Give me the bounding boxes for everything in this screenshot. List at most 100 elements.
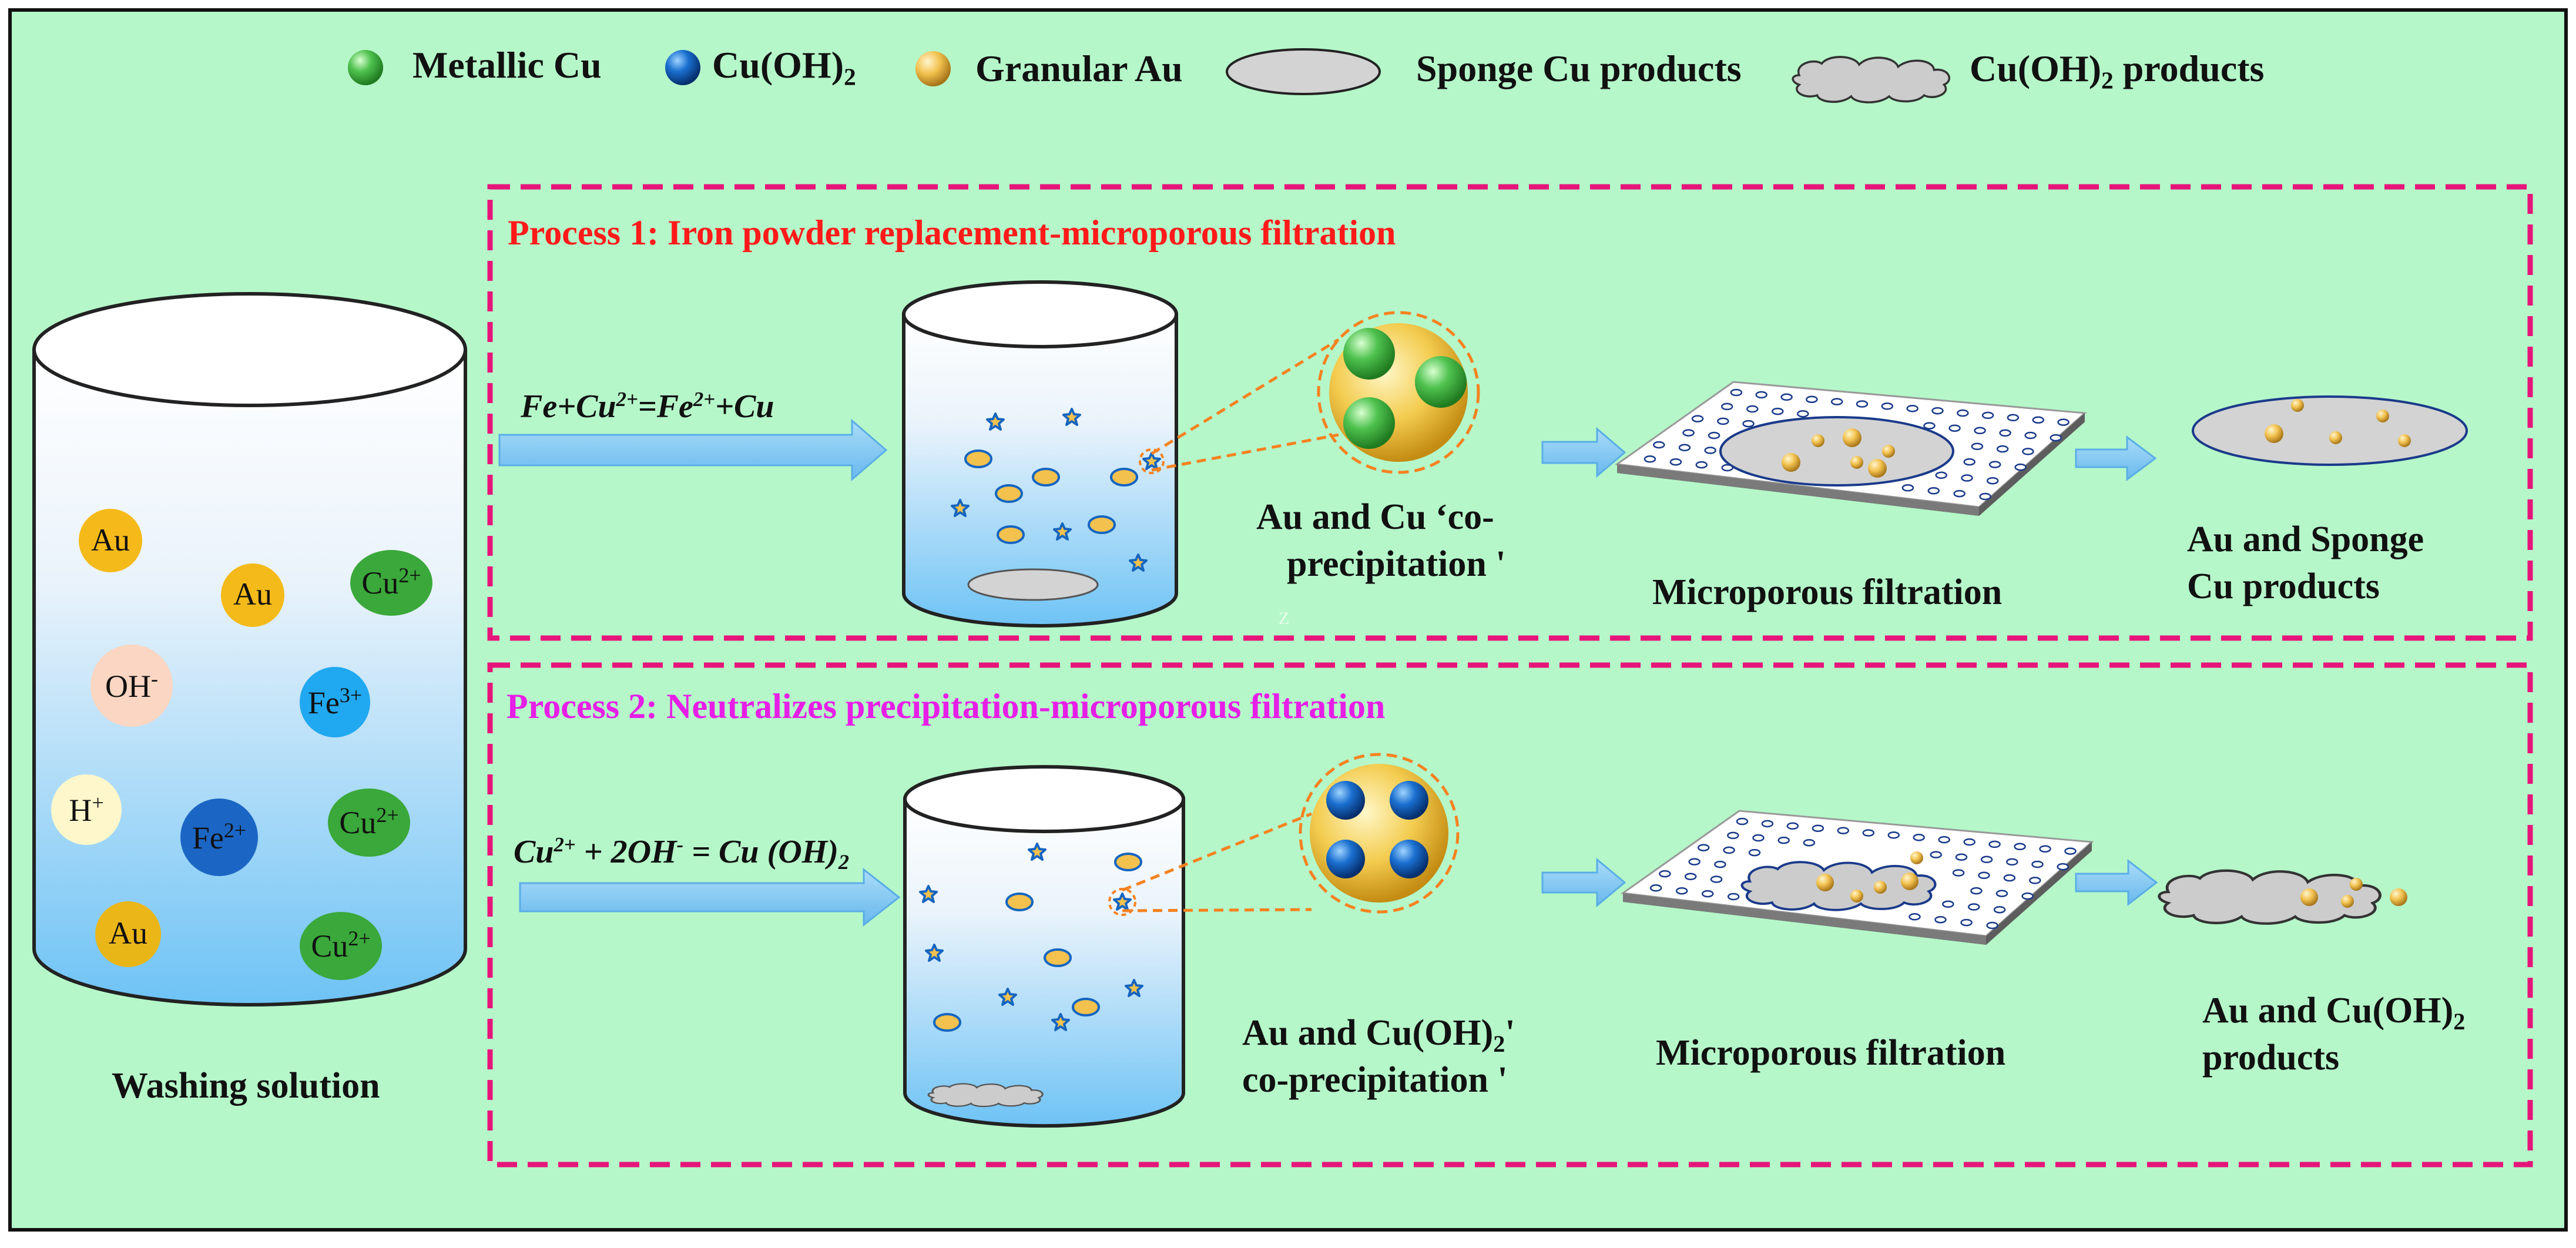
process2-arrow-2 xyxy=(1541,857,1626,908)
ion-fe2: Fe2+ xyxy=(192,818,247,856)
filter-pore xyxy=(1695,461,1708,469)
process2-filter-au xyxy=(1816,851,1923,903)
filter-pore xyxy=(1714,860,1726,868)
filter-pore xyxy=(1746,405,1759,413)
filter-pore xyxy=(1963,838,1975,846)
legend-metallic-cu-icon xyxy=(348,50,383,85)
filter-pore xyxy=(1812,824,1824,832)
process2-coprecipitation-label-2: co-precipitation ' xyxy=(1242,1060,1508,1100)
filter-pore xyxy=(1797,410,1809,418)
filter-pore xyxy=(1684,873,1697,881)
washing-solution-label: Washing solution xyxy=(112,1066,380,1106)
filter-pore xyxy=(2007,414,2020,422)
filter-pore xyxy=(1786,822,1799,830)
filter-pore xyxy=(1979,492,1991,501)
filter-pore xyxy=(1955,853,1968,861)
process2-product-label-1: Au and Cu(OH)2 xyxy=(2202,991,2466,1035)
filter-pore xyxy=(1974,427,1986,435)
process2-product-label-2: products xyxy=(2202,1038,2340,1078)
filter-pore xyxy=(1931,407,1944,415)
filter-pore xyxy=(1717,417,1729,425)
filter-pore xyxy=(1830,398,1843,405)
filter-pore xyxy=(1970,887,1983,895)
legend-cu-oh2-products-icon xyxy=(1792,56,1951,103)
filter-pore xyxy=(1675,887,1688,895)
filter-pore xyxy=(1803,838,1816,847)
process2-title: Process 2: Neutralizes precipitation-mic… xyxy=(507,687,1386,726)
filter-pore xyxy=(1710,875,1723,883)
process1-tank xyxy=(902,280,1178,628)
ion-au-1: Au xyxy=(91,522,130,558)
filter-pore xyxy=(1923,422,1936,430)
process2-equation: Cu2+ + 2OH- = Cu (OH)2 xyxy=(514,833,850,874)
ion-cu-1: Cu2+ xyxy=(361,563,421,600)
legend-cu-oh2-icon xyxy=(665,50,700,85)
process1-equation: Fe+Cu2+=Fe2++Cu xyxy=(521,388,774,425)
filter-pore xyxy=(1678,444,1691,452)
filter-pore xyxy=(1772,407,1784,415)
filter-pore xyxy=(1957,409,1969,417)
filter-pore xyxy=(1881,402,1894,410)
filter-pore xyxy=(1669,458,1682,466)
filter-pore xyxy=(1993,905,2006,914)
process2-filter-pores xyxy=(1649,817,2077,930)
filter-pore xyxy=(1837,827,1850,834)
filter-pore xyxy=(2021,892,2034,900)
filter-pore xyxy=(1901,484,1914,492)
filter-pore xyxy=(1971,442,1984,451)
legend-granular-au-icon xyxy=(915,51,951,86)
filter-pore xyxy=(1963,458,1975,466)
stray-mark: Z xyxy=(1279,609,1290,628)
filter-pore xyxy=(1653,441,1665,449)
legend-cu-oh2-products-label: Cu(OH)2 products xyxy=(1970,48,2265,94)
process2-zoom-particle xyxy=(1299,753,1460,914)
filter-pore xyxy=(1981,411,1994,420)
legend-cu-oh2-label: Cu(OH)2 xyxy=(712,44,856,90)
ion-au-3: Au xyxy=(109,915,147,951)
filter-pore xyxy=(1988,461,2001,468)
process2-particles xyxy=(919,843,1143,1032)
process1-coprecipitation-label-1: Au and Cu ‘co- xyxy=(1256,497,1494,537)
filter-pore xyxy=(1697,844,1710,851)
filter-pore xyxy=(1996,445,2009,453)
process2-coprecipitation-label-1: Au and Cu(OH)2' xyxy=(1242,1013,1515,1058)
filter-pore xyxy=(2029,877,2041,884)
filter-pore xyxy=(2014,843,2026,851)
filter-pore xyxy=(1948,424,1961,432)
ion-au-2: Au xyxy=(233,576,272,612)
filter-pore xyxy=(1780,393,1793,401)
filter-pore xyxy=(1856,400,1869,408)
filter-pore xyxy=(2064,847,2077,855)
process1-coprecipitation-label-2: precipitation ' xyxy=(1287,544,1506,584)
process1-arrow-1 xyxy=(498,418,888,482)
process2-tank xyxy=(903,765,1185,1128)
filter-pore xyxy=(1736,817,1749,826)
filter-pore xyxy=(1968,903,1980,911)
filter-pore xyxy=(2031,860,2044,868)
process1-zoom-line-bottom xyxy=(1151,433,1339,472)
washing-ion-bubbles xyxy=(51,509,432,980)
process2-arrow-3 xyxy=(2075,858,2158,907)
filter-pore xyxy=(1999,429,2011,437)
filter-pore xyxy=(1720,402,1733,411)
filter-pore xyxy=(1952,869,1965,877)
filter-pore xyxy=(1682,429,1695,437)
ion-cu-2: Cu2+ xyxy=(339,803,399,840)
process1-filtration-label: Microporous filtration xyxy=(1652,572,2003,612)
process1-arrow-2 xyxy=(1541,427,1626,478)
filter-pore xyxy=(2057,418,2069,426)
filter-pore xyxy=(1934,915,1947,924)
process1-filter-pores xyxy=(1643,388,2069,501)
filter-pore xyxy=(1688,858,1700,865)
process1-title: Process 1: Iron powder replacement-micro… xyxy=(508,213,1396,252)
filter-pore xyxy=(1942,900,1954,908)
process2-zoom-line-bottom xyxy=(1122,908,1312,912)
filter-pore xyxy=(1649,884,1662,892)
filter-pore xyxy=(1938,836,1950,844)
filter-pore xyxy=(1960,918,1973,927)
filter-pore xyxy=(1643,455,1656,463)
filter-pore xyxy=(1927,487,1940,495)
filter-pore xyxy=(2003,874,2016,882)
process1-box xyxy=(487,184,2533,641)
filter-pore xyxy=(1986,921,1998,930)
